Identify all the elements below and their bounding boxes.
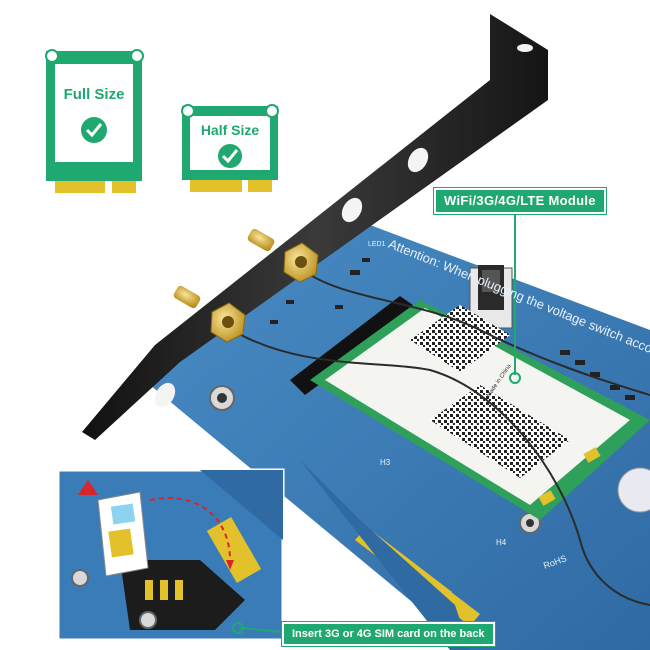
half-size-label: Half Size <box>200 122 260 138</box>
pcie-board <box>150 210 650 650</box>
sma-connector-bottom <box>173 285 246 343</box>
hole-label-h4: H4 <box>496 538 507 547</box>
sma-connector-top <box>247 228 319 283</box>
insert-arrow <box>78 480 234 570</box>
m2-slot <box>290 296 420 395</box>
wifi-module <box>310 300 650 520</box>
sim-inset <box>56 468 285 642</box>
full-size-label: Full Size <box>63 86 125 103</box>
metal-bracket <box>82 14 548 440</box>
passed-sticker <box>617 467 650 513</box>
hole-label-h3: H3 <box>380 458 391 467</box>
sim-callout: Insert 3G or 4G SIM card on the back <box>282 622 495 646</box>
module-callout-line <box>509 212 521 384</box>
voltage-switch <box>469 265 513 329</box>
antenna-cables <box>231 267 650 606</box>
smd-components <box>270 258 635 400</box>
module-callout: WiFi/3G/4G/LTE Module <box>434 188 606 214</box>
led-label: LED1 <box>368 241 386 248</box>
half-size-card-icon <box>181 104 279 192</box>
sim-card <box>97 491 149 577</box>
board-screw-left <box>209 385 235 411</box>
full-size-card-icon <box>45 49 144 193</box>
